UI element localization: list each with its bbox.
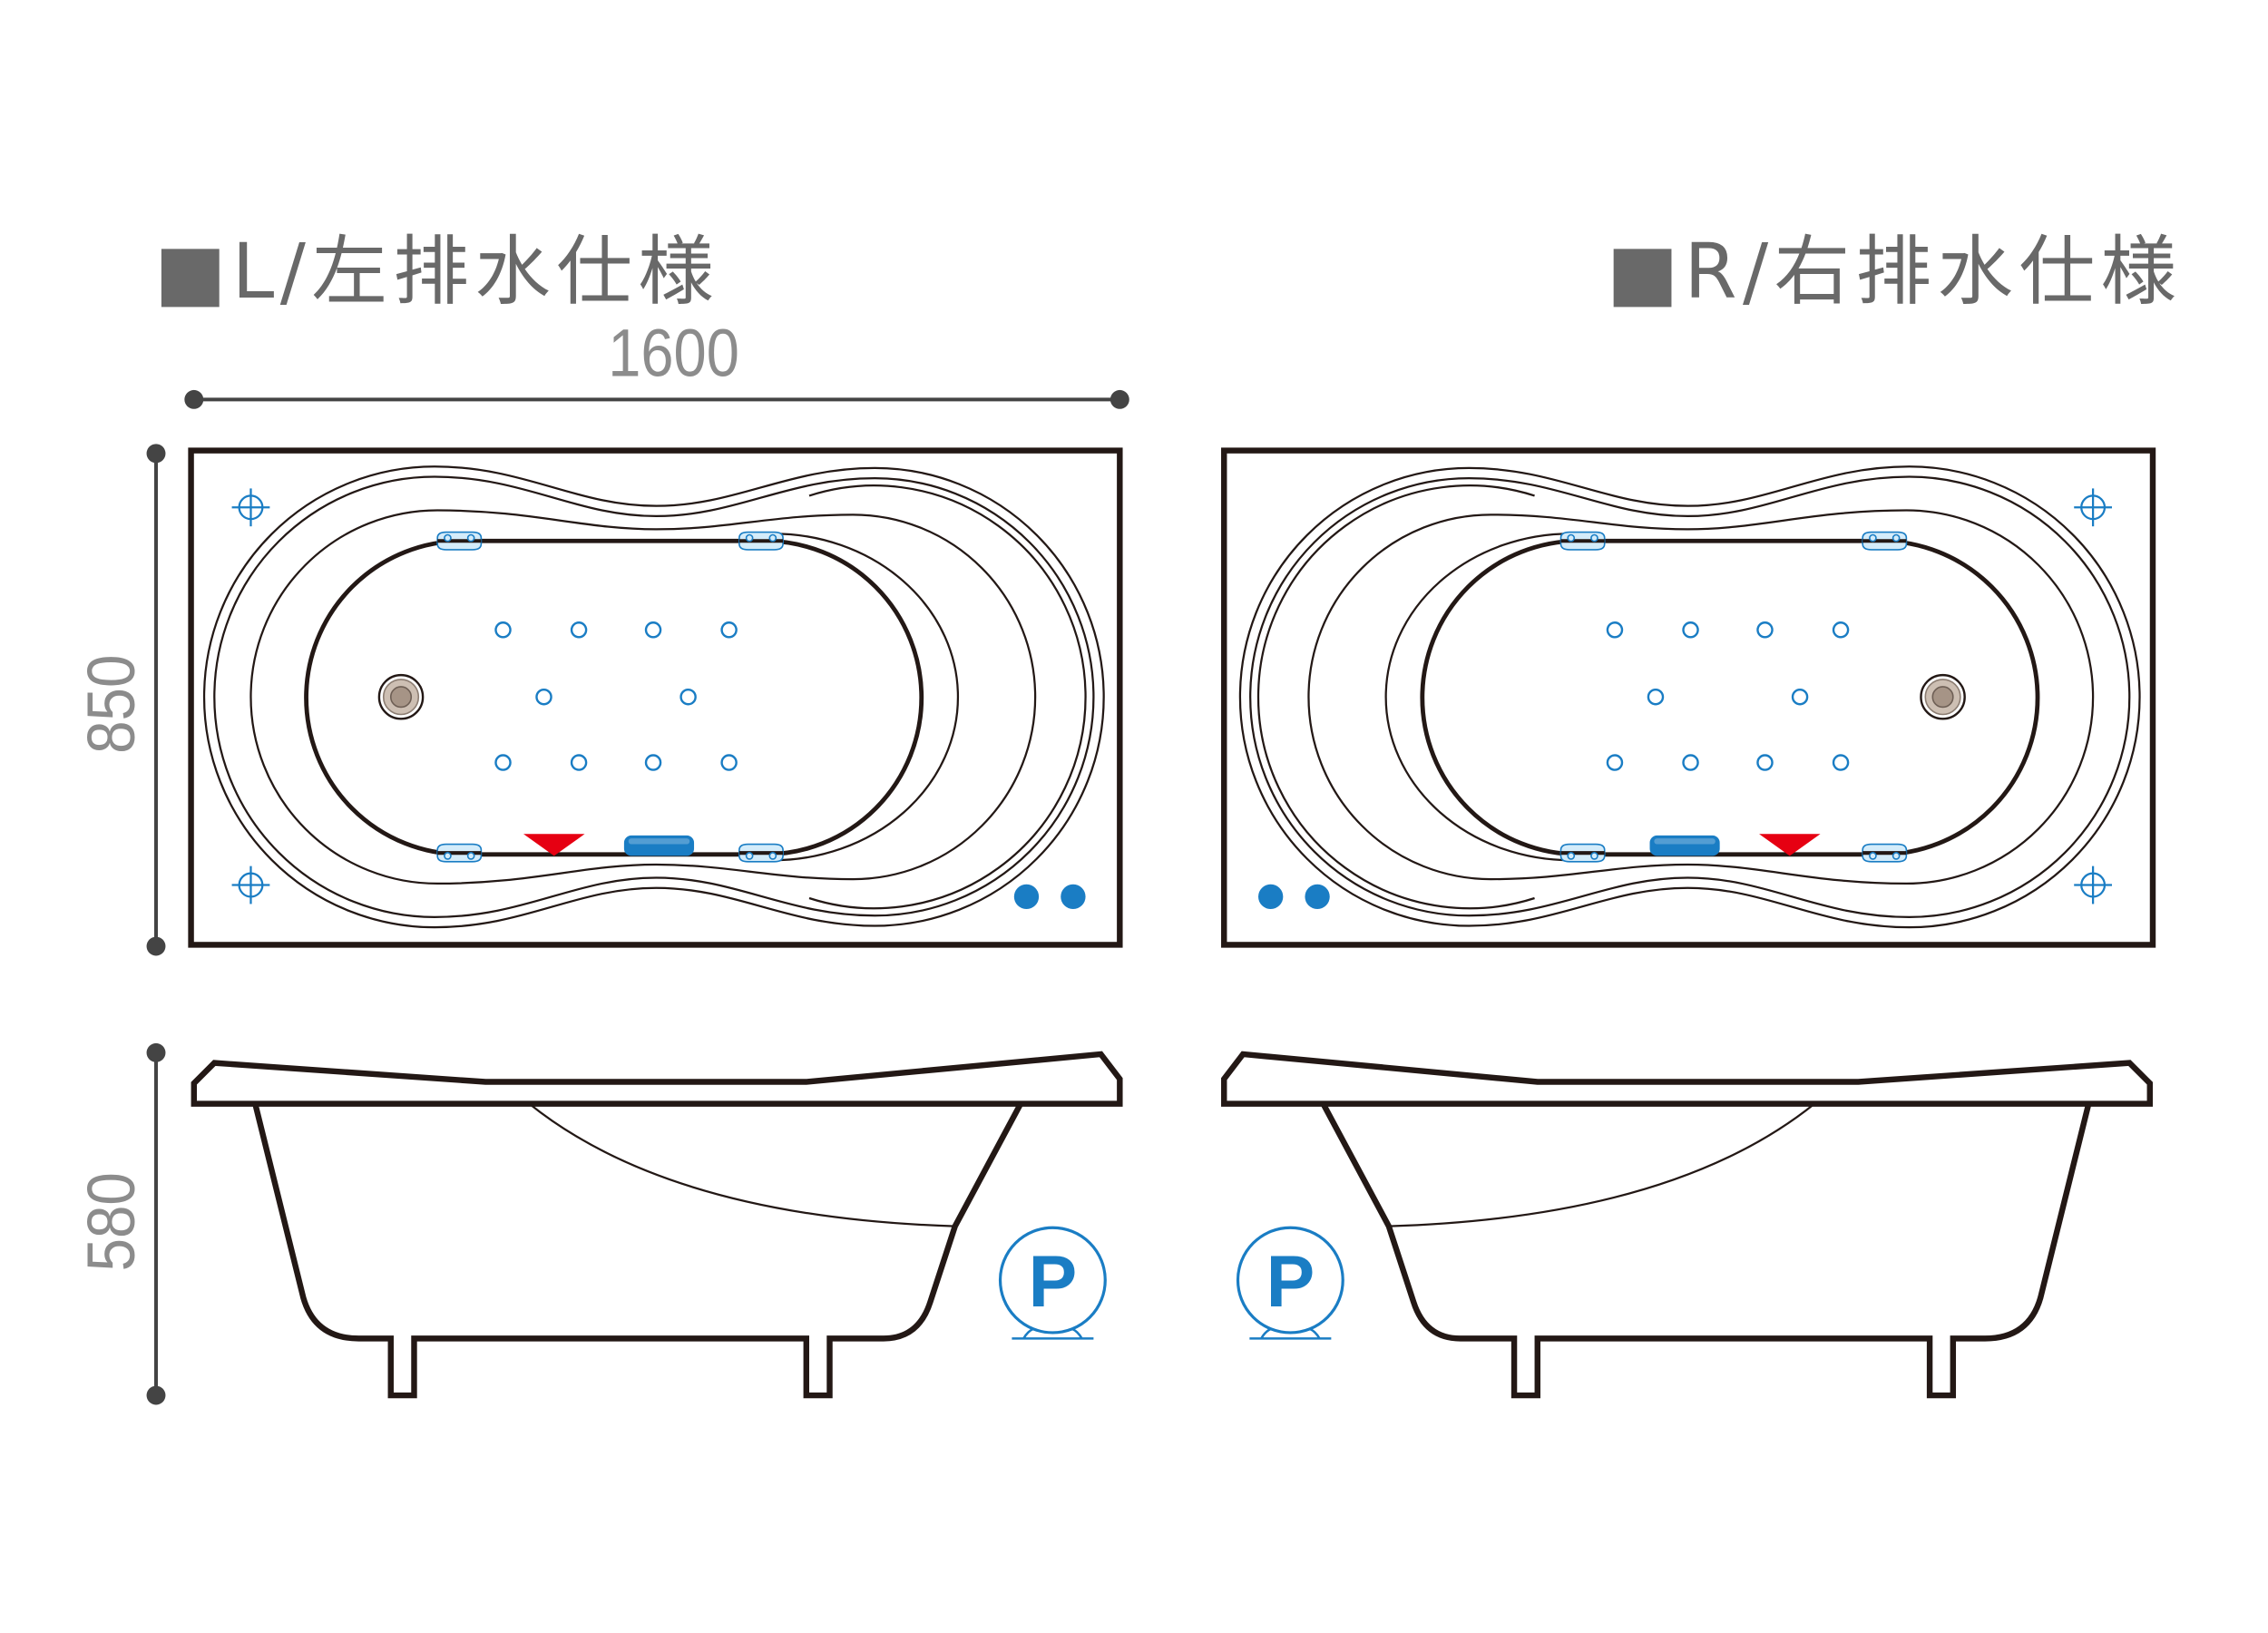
rim-inner-edge xyxy=(213,475,1095,919)
jet-icon xyxy=(1756,754,1774,771)
headrest-outer-curve xyxy=(1256,484,1535,910)
jet-icon xyxy=(1832,754,1850,771)
fitting-icon xyxy=(1559,843,1606,863)
depth-dimension-line xyxy=(146,444,166,956)
deck-outline xyxy=(1221,447,2156,948)
fitting-icon xyxy=(1862,531,1908,551)
jet-icon xyxy=(1791,688,1809,706)
capsule-icon xyxy=(623,835,695,856)
basin-outline xyxy=(1420,538,2040,857)
title-right-drain: ■R/右排水仕様 xyxy=(1607,227,2182,316)
pump-icon: P xyxy=(1236,1226,1344,1340)
jet-icon xyxy=(494,754,512,771)
right-side-elevation xyxy=(1221,1051,2153,1399)
dot-icon xyxy=(1258,884,1284,910)
rim-profile xyxy=(191,1051,1123,1107)
height-dimension-line xyxy=(146,1042,166,1405)
crosshair-icon xyxy=(231,865,270,905)
jet-icon xyxy=(494,621,512,639)
fitting-icon xyxy=(738,843,784,863)
basin-floor-curve xyxy=(1388,1102,1815,1227)
jet-icon xyxy=(644,621,662,639)
jet-icon xyxy=(679,688,697,706)
jet-icon xyxy=(570,621,588,639)
jet-icon xyxy=(1832,621,1850,639)
drain-icon xyxy=(377,673,425,720)
pump-label: P xyxy=(1029,1241,1078,1323)
basin-floor-curve xyxy=(528,1102,955,1227)
title-left-drain: ■L/左排水仕様 xyxy=(154,227,719,316)
basin-outline xyxy=(304,538,924,857)
width-dimension-line xyxy=(184,389,1129,409)
fitting-icon xyxy=(436,531,483,551)
jet-icon xyxy=(720,754,738,771)
deck-inner-edge xyxy=(1307,509,2095,885)
jet-icon xyxy=(1682,621,1699,639)
width-dimension-label: 1600 xyxy=(608,316,739,391)
rim-outer-edge xyxy=(203,465,1105,929)
dot-icon xyxy=(1305,884,1330,910)
crosshair-icon xyxy=(2074,488,2112,527)
crosshair-icon xyxy=(2074,865,2112,905)
jet-group xyxy=(1606,621,1850,771)
dot-icon xyxy=(1061,884,1086,910)
rim-profile xyxy=(1221,1051,2153,1107)
jet-icon xyxy=(1647,688,1665,706)
rim-outer-edge xyxy=(1238,465,2141,929)
deck-outline xyxy=(188,447,1123,948)
deck-inner-edge xyxy=(249,509,1037,885)
dimension-endpoint xyxy=(146,1385,166,1405)
dimension-endpoint xyxy=(146,1042,166,1062)
crosshair-icon xyxy=(231,488,270,527)
dimension-endpoint xyxy=(146,936,166,956)
fitting-icon xyxy=(738,531,784,551)
headrest-inner-curve xyxy=(772,533,960,862)
rim-inner-edge xyxy=(1249,475,2131,919)
dimension-endpoint xyxy=(146,444,166,464)
tub-body-profile xyxy=(1320,1102,2092,1399)
dimension-endpoint xyxy=(184,389,204,409)
pump-icon: P xyxy=(998,1226,1107,1340)
jet-icon xyxy=(1756,621,1774,639)
drain-icon xyxy=(1920,673,1966,720)
jet-icon xyxy=(1606,621,1624,639)
pump-label: P xyxy=(1266,1241,1315,1323)
fitting-icon xyxy=(436,843,483,863)
jet-icon xyxy=(1682,754,1699,771)
jet-icon xyxy=(644,754,662,771)
depth-dimension-label: 850 xyxy=(73,655,149,754)
jet-icon xyxy=(535,688,552,706)
tub-body-profile xyxy=(252,1102,1023,1399)
height-dimension-label: 580 xyxy=(73,1172,149,1271)
jet-icon xyxy=(720,621,738,639)
left-plan-view xyxy=(188,447,1123,948)
jet-icon xyxy=(1606,754,1624,771)
dot-icon xyxy=(1013,884,1040,910)
capsule-icon xyxy=(1649,835,1720,856)
left-side-elevation xyxy=(191,1051,1123,1399)
fitting-icon xyxy=(1862,843,1908,863)
headrest-outer-curve xyxy=(808,484,1087,910)
triangle-down-icon xyxy=(1759,834,1821,856)
fitting-icon xyxy=(1559,531,1606,551)
jet-icon xyxy=(570,754,588,771)
dimension-endpoint xyxy=(1110,389,1129,409)
right-plan-view xyxy=(1221,447,2156,948)
headrest-inner-curve xyxy=(1384,533,1571,862)
jet-group xyxy=(494,621,738,771)
triangle-down-icon xyxy=(523,834,585,856)
